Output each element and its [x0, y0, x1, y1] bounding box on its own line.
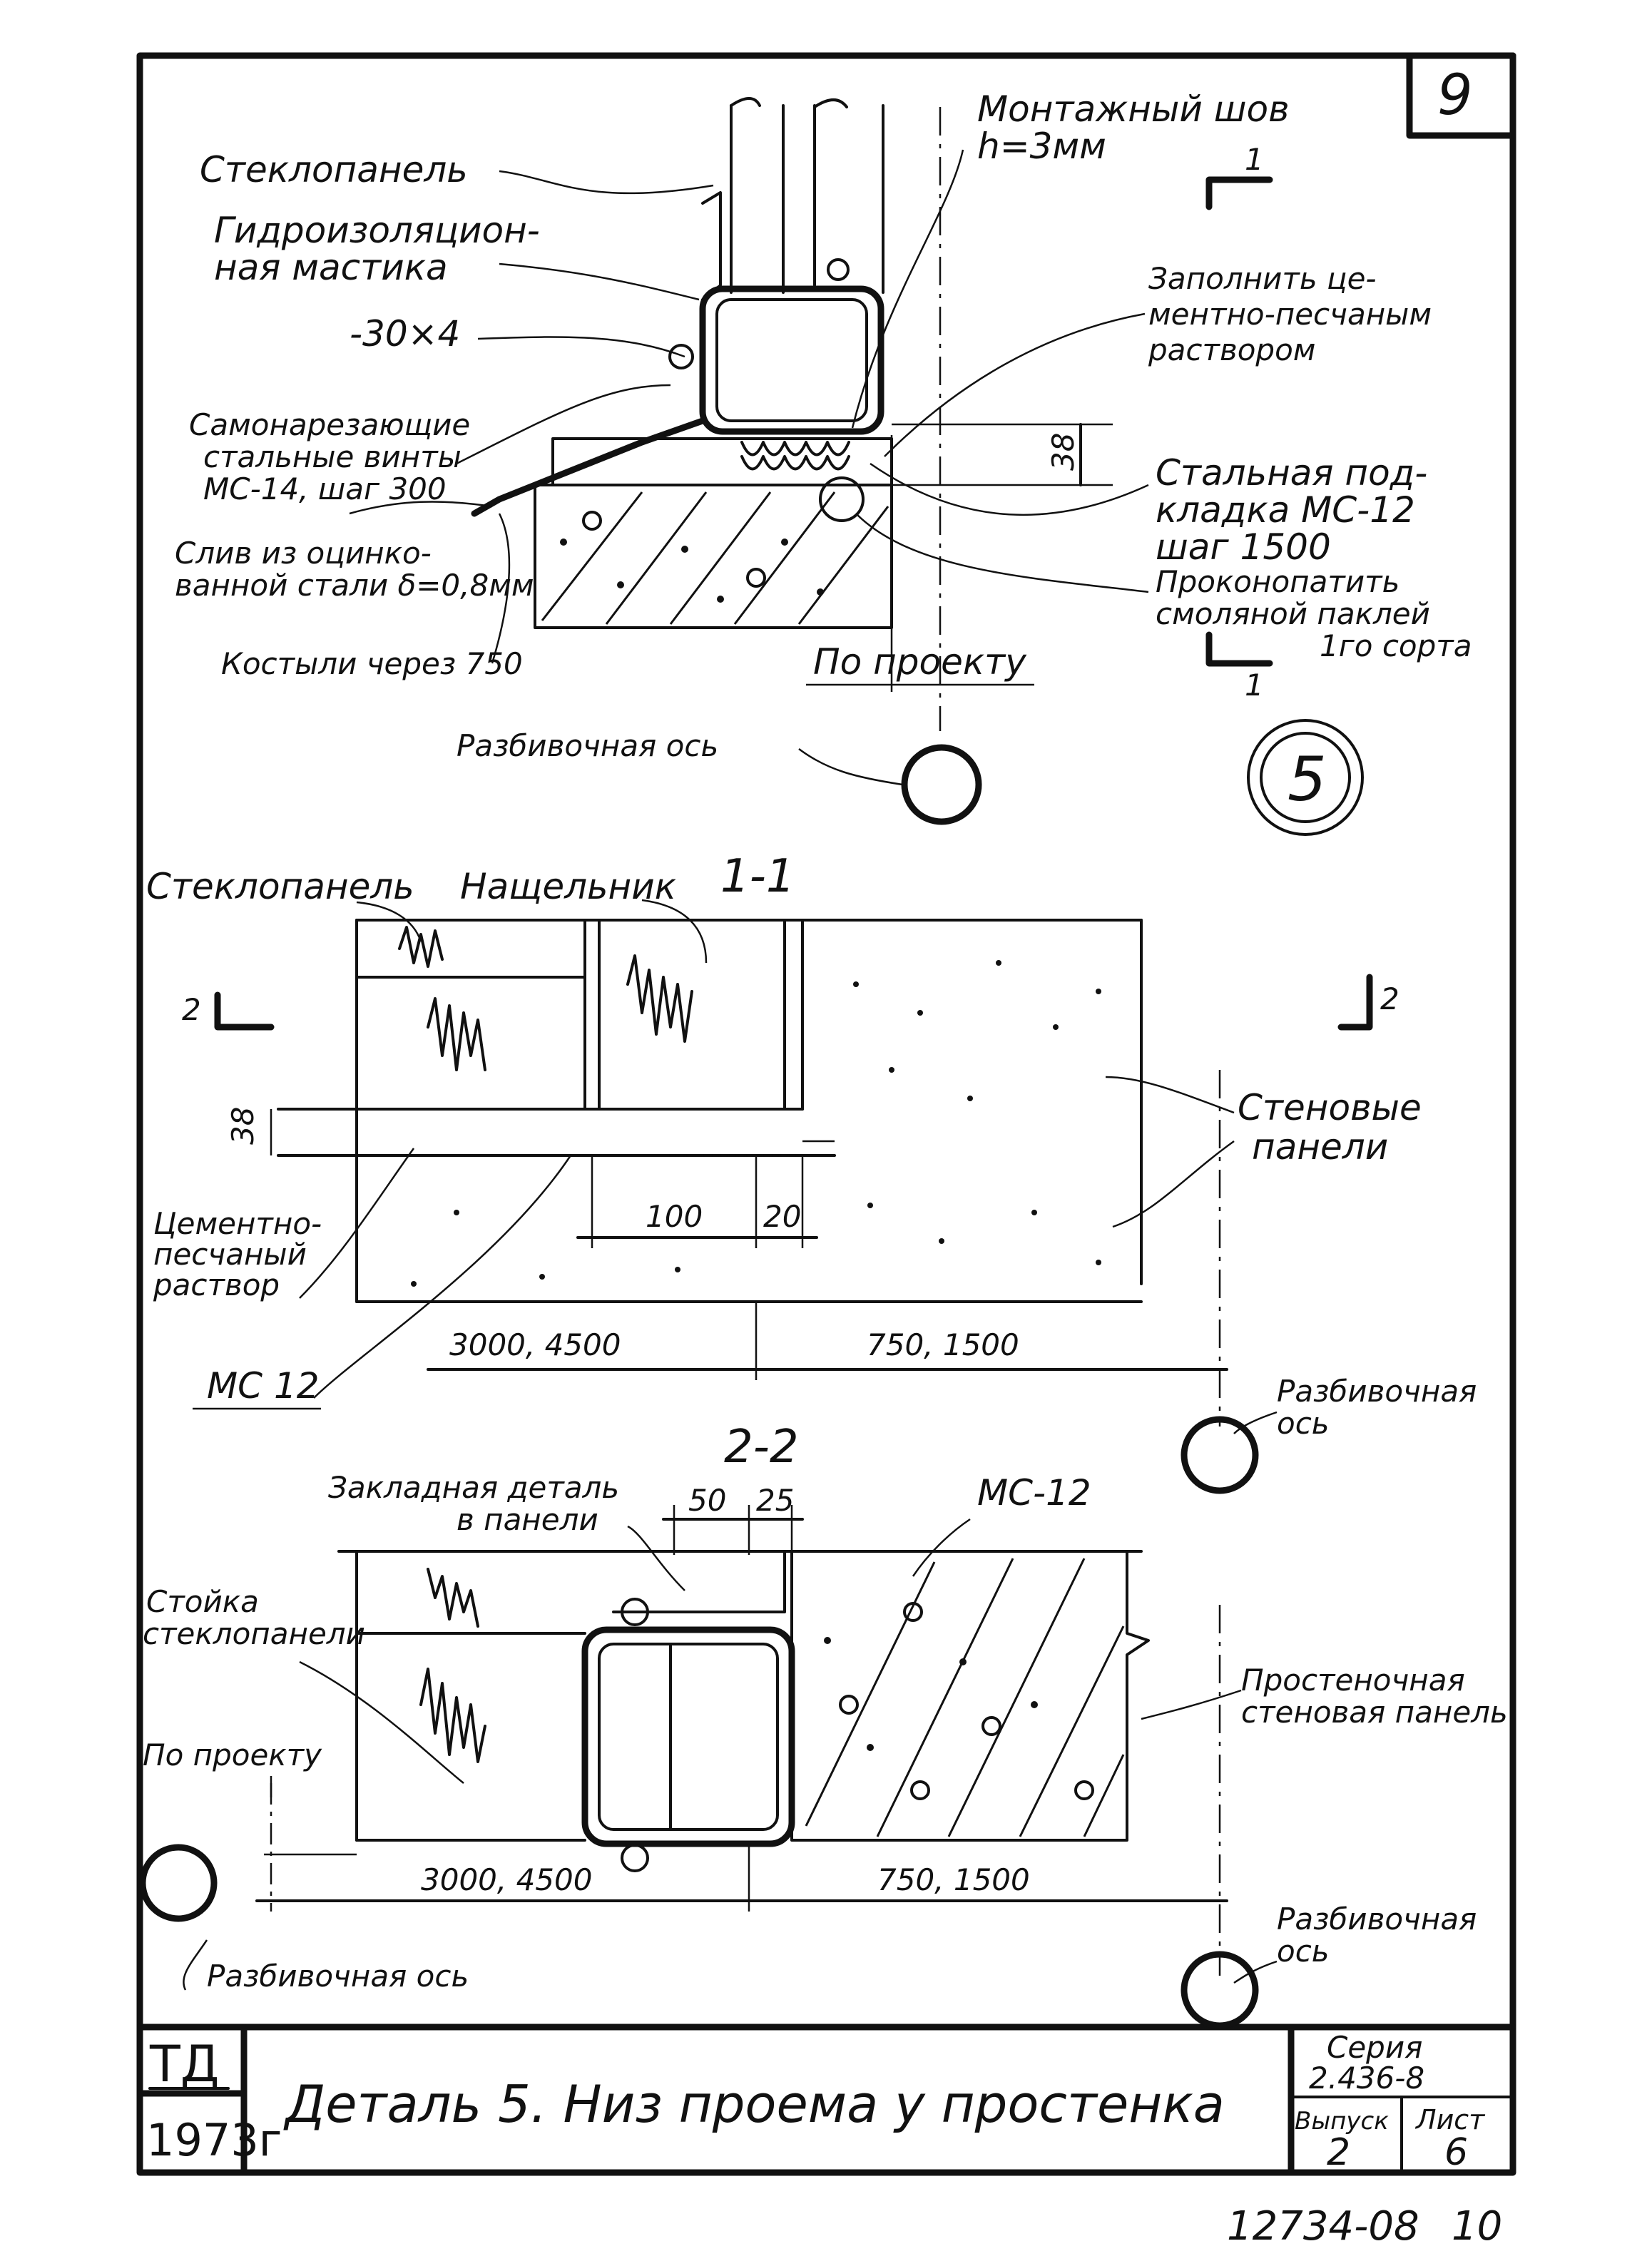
section11-mc12-label: МС 12 [207, 1365, 320, 1407]
section11-axis-label-1: Разбивочная [1277, 1374, 1477, 1409]
drawing-title: Деталь 5. Низ проема у простенка [283, 2074, 1225, 2134]
title-block: ТД 1973г Деталь 5. Низ проема у простенк… [136, 2023, 1514, 2176]
section22-dim-25: 25 [756, 1483, 794, 1518]
sheet-label: Лист [1414, 2104, 1486, 2135]
archive-number-main: 12734-08 [1227, 2203, 1419, 2250]
joint-label-2: h=3мм [977, 126, 1106, 167]
drain-label-1: Слив из оцинко- [175, 536, 432, 571]
series-value: 2.436-8 [1309, 2061, 1424, 2096]
fill-label-3: раствором [1148, 332, 1315, 367]
mortar-label-1: Цементно- [153, 1206, 322, 1241]
post-label-1: Стойка [146, 1584, 259, 1619]
axis-bubble-22-right [1181, 1951, 1259, 2029]
caulk-label-3: 1го сорта [1320, 628, 1472, 663]
detail-5-view: 38 1 1 Стеклопанель Гидроизоляцион- ная … [175, 88, 1472, 836]
mastic-label-2: ная мастика [214, 247, 448, 288]
shim-label-2: кладка МС-12 [1156, 489, 1415, 531]
page-number: 9 [1437, 63, 1473, 128]
wall-panel-label-2: стеновая панель [1241, 1695, 1508, 1730]
post-label-2: стеклопанели [143, 1616, 365, 1651]
glass-panel-label: Стеклопанель [200, 149, 468, 190]
screws-label-2: стальные винты [203, 439, 462, 474]
section-1-1-view: 1-1 38 100 20 [146, 850, 1477, 1494]
page-number-box: 9 [1406, 52, 1516, 139]
caulk-label-1: Проконопатить [1156, 564, 1399, 599]
mortar-label-2: песчаный [153, 1237, 307, 1272]
shim-label-3: шаг 1500 [1156, 526, 1331, 568]
section-2-2-title: 2-2 [724, 1421, 799, 1474]
mortar-label-3: раствор [153, 1267, 280, 1302]
section11-dim-38: 38 [225, 1107, 260, 1145]
screws-label-3: МС-14, шаг 300 [203, 471, 447, 506]
mastic-label-1: Гидроизоляцион- [214, 210, 540, 251]
archive-number-suffix: 10 [1452, 2203, 1502, 2250]
section-2-2-view: 2-2 [139, 1421, 1508, 2029]
axis-bubble-11 [1181, 1416, 1259, 1494]
section22-axis-left-label: Разбивочная ось [207, 1959, 469, 1994]
section22-dim-left: 3000, 4500 [421, 1862, 592, 1897]
section11-dim-right: 750, 1500 [867, 1327, 1019, 1362]
section22-dim-right: 750, 1500 [877, 1862, 1030, 1897]
section22-mc12-label: МС-12 [977, 1472, 1091, 1514]
caulk-label-2: смоляной паклей [1156, 596, 1430, 631]
axis-label-detail5: Разбивочная ось [457, 728, 718, 763]
issue-label: Выпуск [1295, 2107, 1389, 2135]
cut-mark-2-right: 2 [1380, 981, 1399, 1016]
sheet-frame [136, 52, 1516, 2176]
section11-dim-20: 20 [763, 1199, 801, 1234]
beam-hatch [541, 491, 889, 625]
archive-number: 12734-08 10 [1227, 2203, 1502, 2250]
section22-dim-50: 50 [688, 1483, 726, 1518]
section11-axis-label-2: ось [1277, 1406, 1330, 1441]
axis-bubble-22-left [139, 1844, 218, 1922]
wall-panels-label-2: панели [1252, 1126, 1388, 1168]
section11-dim-100: 100 [646, 1199, 703, 1234]
section-1-1-title: 1-1 [720, 850, 795, 903]
per-project-label: По проекту [813, 641, 1027, 683]
cut-mark-2-left: 2 [182, 992, 201, 1027]
section11-dim-left: 3000, 4500 [449, 1327, 621, 1362]
issue-value: 2 [1327, 2131, 1350, 2174]
embedded-label-2: в панели [457, 1502, 598, 1537]
cut-mark-1-bottom: 1 [1245, 668, 1264, 703]
detail-number-circle-outer [1247, 719, 1364, 836]
org-mark: ТД [149, 2035, 219, 2093]
screws-label-1: Самонарезающие [189, 407, 470, 442]
section22-axis-right-label-2: ось [1277, 1934, 1330, 1969]
detail5-dim-38: 38 [1046, 433, 1081, 471]
wall-panels-label-1: Стеновые [1238, 1087, 1422, 1128]
fill-label-2: ментно-песчаным [1148, 297, 1432, 332]
detail-number: 5 [1288, 744, 1327, 815]
strip-label: -30×4 [350, 313, 460, 354]
shim-label-1: Стальная под- [1156, 452, 1427, 494]
wall-panel-hatch [805, 1558, 1125, 1837]
series-label: Серия [1327, 2030, 1422, 2065]
drain-label-2: ванной стали δ=0,8мм [175, 568, 534, 603]
detail-number-circle-inner [1260, 732, 1351, 823]
section22-per-project-label: По проекту [143, 1737, 322, 1772]
axis-bubble-detail5 [901, 744, 982, 825]
pins-label: Костыли через 750 [221, 646, 523, 681]
fill-label-1: Заполнить це- [1148, 261, 1377, 296]
year: 1973г [146, 2114, 282, 2166]
embedded-label-1: Закладная деталь [328, 1470, 619, 1505]
joint-label-1: Монтажный шов [977, 88, 1290, 130]
caulking-coils [740, 441, 850, 471]
section22-axis-right-label-1: Разбивочная [1277, 1902, 1477, 1936]
concrete-stipple-11 [411, 960, 1101, 1287]
sheet-value: 6 [1444, 2131, 1468, 2174]
wall-panel-label-1: Простеночная [1241, 1663, 1465, 1698]
cover-strip-label: Нащельник [460, 866, 676, 907]
cut-mark-1-top: 1 [1245, 142, 1264, 177]
section11-glass-panel-label: Стеклопанель [146, 866, 414, 907]
